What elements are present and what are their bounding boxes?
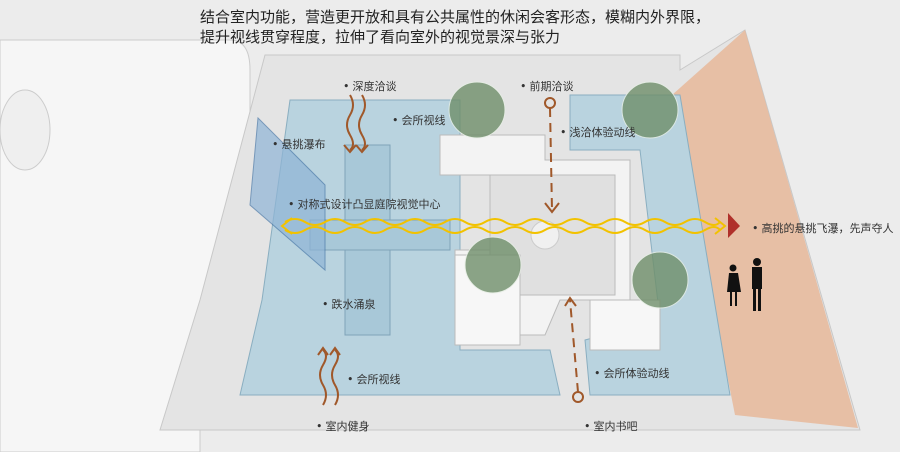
platform: [589, 299, 661, 351]
arrow-left-icon: [280, 217, 293, 235]
label-symmetric: 对称式设计凸显庭院视觉中心: [288, 196, 441, 212]
label-indoor-gym: 室内健身: [316, 418, 370, 434]
label-fountain: 跌水涌泉: [322, 296, 376, 312]
label-tall-fall: 高挑的悬挑飞瀑，先声夺人: [752, 220, 894, 236]
view-axis: [280, 217, 727, 235]
glass-cantilever: [249, 116, 326, 272]
circulation-arrows: [317, 94, 584, 406]
water-pool-right: [569, 94, 731, 396]
label-cantilever-fall: 悬挑瀑布: [272, 136, 326, 152]
caption-line-1: 结合室内功能，营造更开放和具有公共属性的休闲会客形态，模糊内外界限，: [200, 8, 711, 26]
label-deep-talk: 深度洽谈: [343, 78, 397, 94]
tree: [631, 251, 689, 309]
label-club-route: 会所体验动线: [594, 365, 670, 381]
caption-line-2: 提升视线贯穿程度，拉伸了看向室外的视觉景深与张力: [200, 28, 561, 46]
waterfall-marker-icon: [728, 213, 740, 238]
arrow-right-icon: [714, 217, 727, 235]
tree: [464, 236, 522, 294]
people-silhouettes: [727, 258, 762, 311]
caption: 结合室内功能，营造更开放和具有公共属性的休闲会客形态，模糊内外界限， 提升视线贯…: [200, 7, 710, 47]
tree: [621, 81, 679, 139]
label-club-view-bottom: 会所视线: [347, 371, 401, 387]
label-club-view-top: 会所视线: [392, 112, 446, 128]
label-indoor-book: 室内书吧: [584, 418, 638, 434]
label-light-talk-route: 浅洽体验动线: [560, 124, 636, 140]
tree: [448, 81, 506, 139]
label-early-talk: 前期洽谈: [520, 78, 574, 94]
decorative-sculpture: [0, 89, 51, 171]
